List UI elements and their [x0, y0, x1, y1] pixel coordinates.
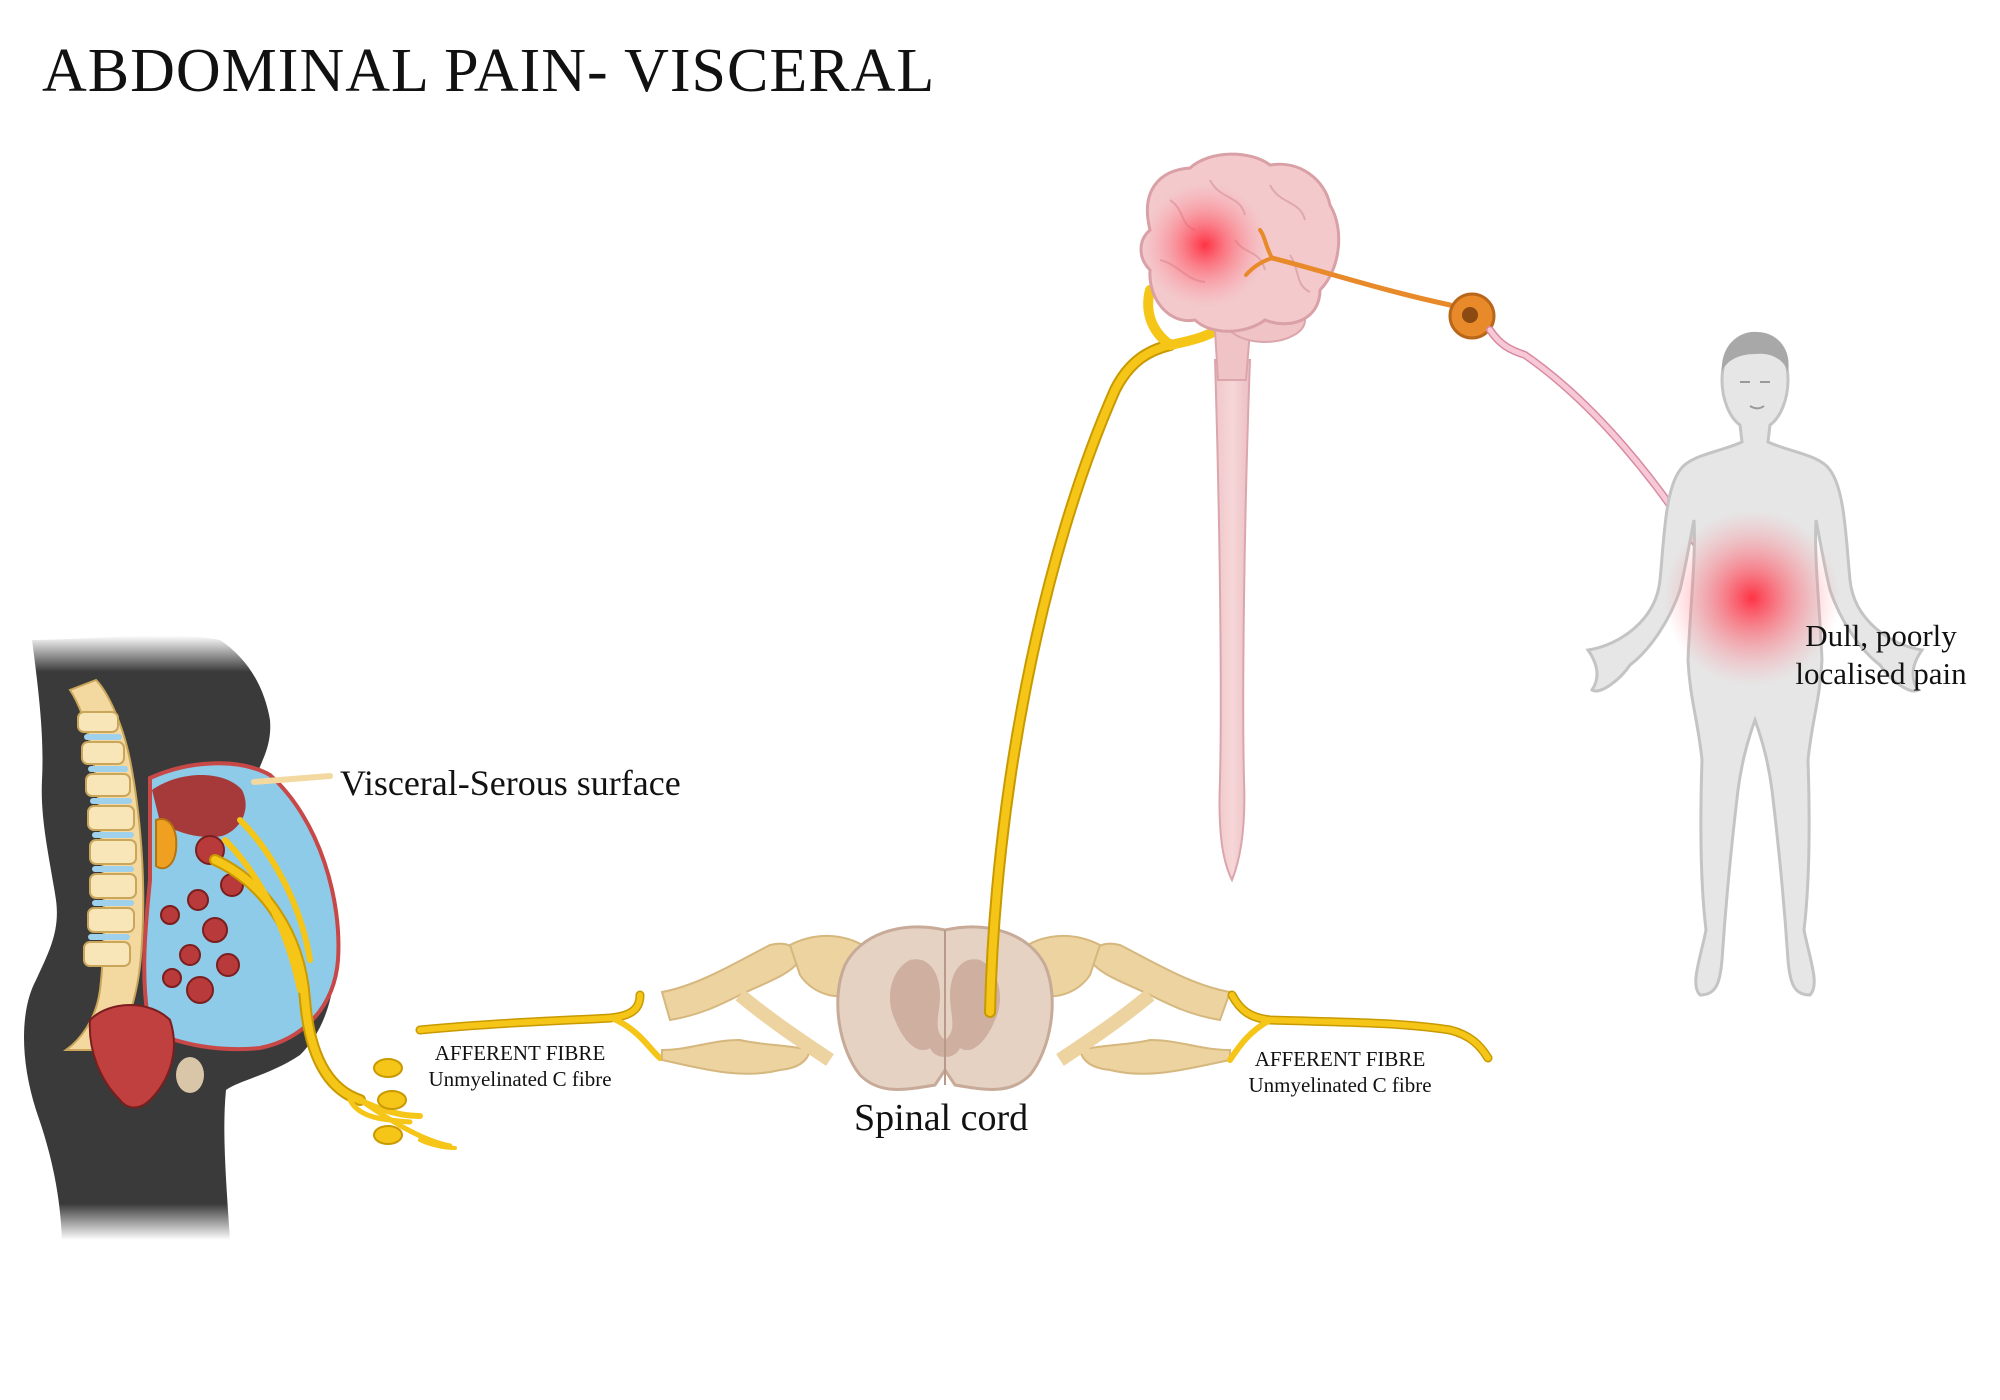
brain-icon — [1139, 152, 1341, 883]
figure-hair — [1721, 331, 1789, 372]
spinal-cord-long — [1213, 359, 1252, 883]
afferent-fibre-type: Unmyelinated C fibre — [1248, 1073, 1432, 1097]
pain-description-line2: localised pain — [1795, 656, 1967, 691]
spinal-cord-label: Spinal cord — [854, 1097, 1029, 1139]
neuron-nucleus — [1462, 307, 1478, 323]
pain-description-label: Dull, poorly localised pain — [1776, 617, 1986, 693]
afferent-fibre-label-right: AFFERENT FIBRE Unmyelinated C fibre — [1230, 1046, 1450, 1098]
afferent-fibre-title: AFFERENT FIBRE — [434, 1041, 606, 1065]
figure-face — [1740, 381, 1770, 410]
side-profile-torso-icon — [24, 635, 341, 1240]
visceral-afferent-nerves — [209, 817, 457, 1150]
afferent-fibre-type: Unmyelinated C fibre — [428, 1067, 612, 1091]
nerve-endings — [373, 1058, 407, 1145]
spinal-discs — [84, 734, 134, 940]
pain-description-line1: Dull, poorly — [1805, 618, 1957, 653]
orange-projection-neuron — [1244, 228, 1496, 340]
spinal-cord-section — [660, 925, 1232, 1091]
vertebrae — [77, 711, 137, 967]
serous-pointer — [251, 773, 333, 785]
right-afferent-fibre — [1227, 990, 1493, 1063]
left-afferent-fibre — [415, 990, 663, 1061]
abdominal-pain-glow — [1664, 510, 1840, 686]
stomach-organ — [152, 775, 246, 838]
bladder-organ — [176, 1057, 204, 1093]
pelvic-organs — [88, 1004, 175, 1109]
ascending-spinothalamic-tract — [984, 285, 1235, 1018]
page-title: ABDOMINAL PAIN- VISCERAL — [42, 37, 936, 105]
serous-surface-label: Visceral-Serous surface — [340, 763, 681, 803]
pancreas-organ — [155, 818, 178, 870]
afferent-fibre-label-left: AFFERENT FIBRE Unmyelinated C fibre — [410, 1040, 630, 1092]
human-figure-icon — [1585, 331, 1925, 997]
brain-pain-spot — [1143, 183, 1267, 307]
afferent-fibre-title: AFFERENT FIBRE — [1254, 1047, 1426, 1071]
grey-matter — [890, 959, 1000, 1057]
